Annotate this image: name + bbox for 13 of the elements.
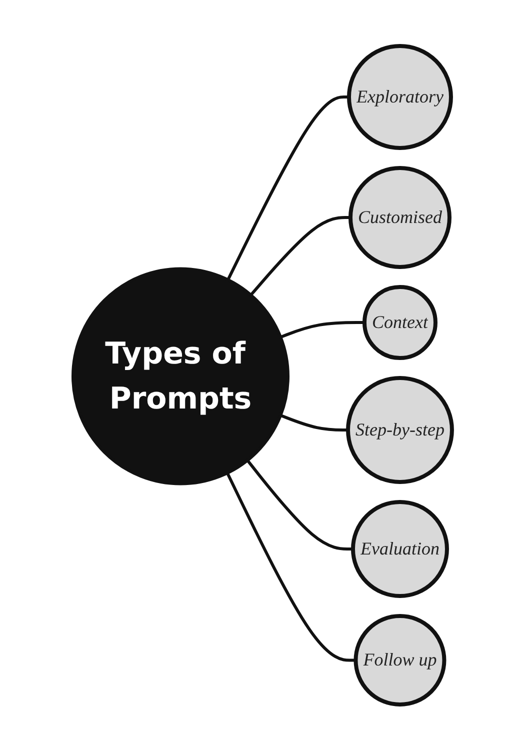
connector (226, 95, 349, 280)
node-circle: Exploratory (347, 44, 453, 150)
connector (226, 472, 356, 662)
node-circle: Follow up (354, 614, 446, 706)
node-circle: Customised (348, 166, 452, 269)
node-circle: Types of Prompts (72, 267, 290, 485)
connector (280, 414, 348, 432)
connector (280, 320, 364, 338)
node-circle: Evaluation (351, 500, 449, 598)
connector (250, 216, 350, 296)
node-circle: Step-by-step (346, 376, 454, 484)
connector (246, 459, 353, 550)
node-circle: Context (362, 284, 438, 360)
